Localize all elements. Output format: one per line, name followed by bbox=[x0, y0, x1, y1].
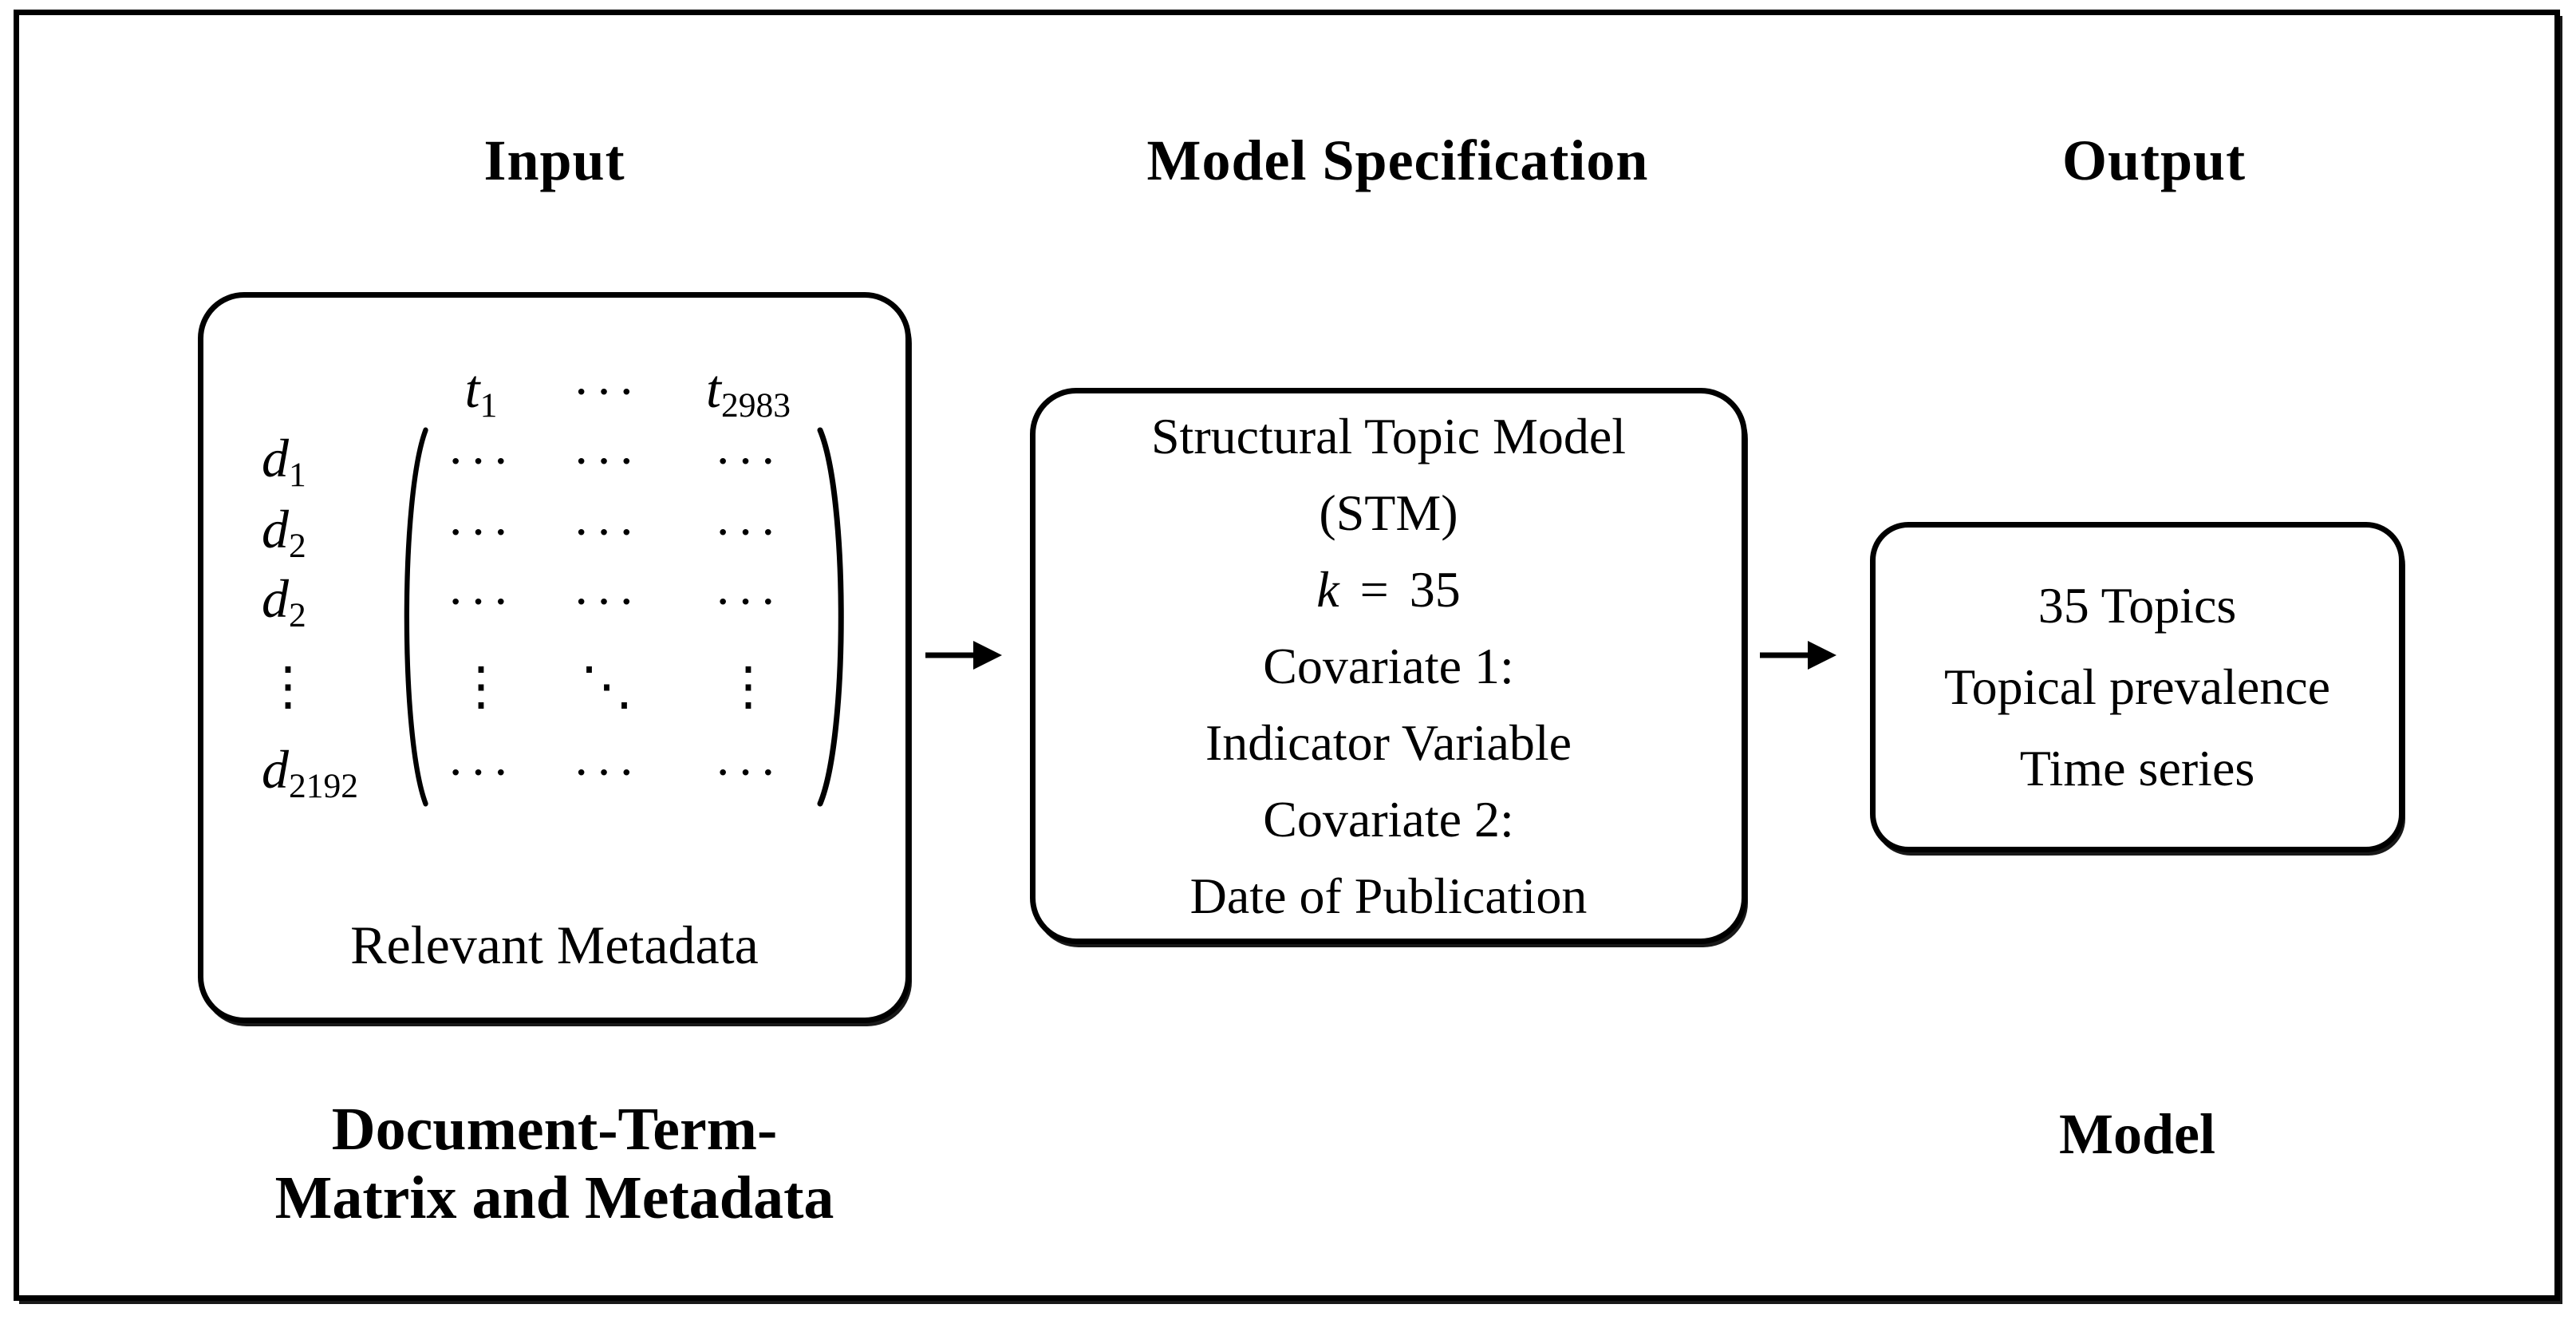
matrix-close-paren bbox=[817, 427, 844, 807]
matrix-cell-vdots: ⋮ bbox=[722, 658, 775, 716]
matrix-cell: ··· bbox=[447, 744, 515, 800]
matrix-col-header-dots: ··· bbox=[573, 362, 641, 420]
covariate1-value: Indicator Variable bbox=[1205, 713, 1572, 771]
matrix-cell: ··· bbox=[573, 744, 641, 800]
model-specification-box: Structural Topic Model (STM) k = 35 Covari… bbox=[1030, 388, 1747, 944]
output-bottom-label: Model bbox=[2059, 1102, 2215, 1166]
matrix-row-label: d2192 bbox=[262, 738, 358, 806]
matrix-cell-ddots: ⋱ bbox=[580, 658, 633, 716]
matrix-cell: ··· bbox=[714, 744, 783, 800]
matrix-col-header-last: t2983 bbox=[706, 358, 791, 425]
matrix-cell: ··· bbox=[714, 433, 783, 489]
output-line-topics: 35 Topics bbox=[2038, 577, 2237, 634]
arrow-input-to-model bbox=[925, 641, 1002, 670]
matrix-row-label: d2 bbox=[262, 567, 306, 635]
matrix-cell: ··· bbox=[573, 433, 641, 489]
term-index: 1 bbox=[479, 386, 498, 425]
matrix-cell: ··· bbox=[447, 572, 515, 630]
column-header-model-specification: Model Specification bbox=[1146, 128, 1649, 192]
matrix-cell: ··· bbox=[573, 572, 641, 630]
doc-variable: d bbox=[262, 498, 289, 559]
doc-variable: d bbox=[262, 567, 289, 629]
input-bottom-label-line1: Document-Term- bbox=[331, 1096, 778, 1163]
input-box-caption: Relevant Metadata bbox=[350, 915, 759, 975]
doc-index: 2 bbox=[289, 596, 306, 635]
input-bottom-label: Document-Term- Matrix and Metadata bbox=[198, 1095, 911, 1232]
matrix-row-label-vdots: ⋮ bbox=[262, 658, 314, 716]
covariate1-label: Covariate 1: bbox=[1263, 637, 1514, 694]
doc-variable: d bbox=[262, 739, 289, 800]
input-bottom-label-line2: Matrix and Metadata bbox=[274, 1164, 834, 1231]
doc-index: 2192 bbox=[289, 767, 359, 806]
matrix-open-paren bbox=[404, 427, 428, 807]
matrix-cell: ··· bbox=[573, 503, 641, 560]
doc-variable: d bbox=[262, 428, 289, 489]
term-variable: t bbox=[464, 358, 480, 419]
document-term-matrix: t1 ··· t2983 d1 ··· ··· ··· d2 ··· ··· ·… bbox=[262, 358, 856, 808]
matrix-cell: ··· bbox=[447, 433, 515, 489]
matrix-cell: ··· bbox=[447, 503, 515, 560]
equals-sign: = bbox=[1359, 560, 1389, 618]
output-line-timeseries: Time series bbox=[2019, 740, 2255, 796]
term-variable: t bbox=[706, 358, 721, 419]
model-box-title: Structural Topic Model bbox=[1150, 407, 1627, 464]
column-header-input: Input bbox=[483, 128, 625, 192]
input-box: t1 ··· t2983 d1 ··· ··· ··· d2 ··· ··· ·… bbox=[198, 292, 911, 1023]
matrix-cell-vdots: ⋮ bbox=[455, 658, 507, 716]
output-box: 35 Topics Topical prevalence Time series bbox=[1870, 522, 2404, 852]
k-equation: k = 35 bbox=[1316, 551, 1461, 628]
k-value: 35 bbox=[1409, 560, 1461, 618]
model-box-abbreviation: (STM) bbox=[1319, 484, 1458, 541]
doc-index: 2 bbox=[289, 527, 306, 566]
matrix-cell: ··· bbox=[714, 572, 783, 630]
covariate2-label: Covariate 2: bbox=[1263, 790, 1514, 848]
matrix-row-label: d1 bbox=[262, 427, 306, 495]
covariate2-value: Date of Publication bbox=[1189, 867, 1588, 924]
matrix-cell: ··· bbox=[714, 503, 783, 560]
doc-index: 1 bbox=[289, 456, 306, 495]
k-variable: k bbox=[1316, 560, 1339, 618]
arrow-model-to-output bbox=[1760, 641, 1836, 670]
column-header-output: Output bbox=[2061, 128, 2247, 192]
term-index: 2983 bbox=[720, 386, 791, 425]
matrix-row-label: d2 bbox=[262, 498, 306, 566]
matrix-col-header-first: t1 bbox=[465, 358, 498, 425]
output-line-prevalence: Topical prevalence bbox=[1943, 658, 2331, 715]
